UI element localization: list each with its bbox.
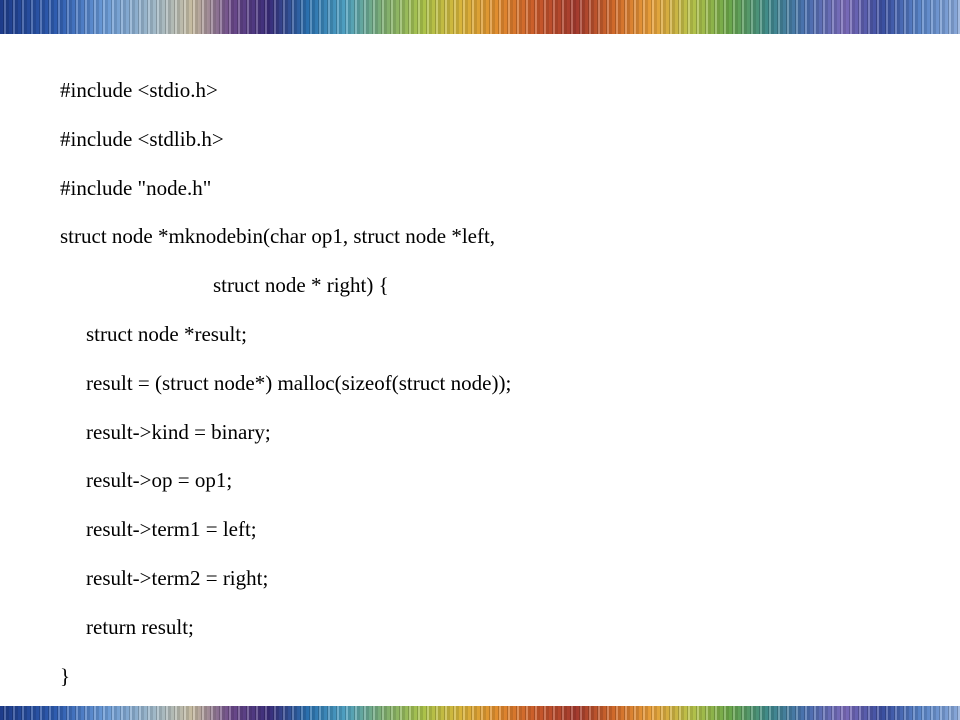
code-line: result = (struct node*) malloc(sizeof(st… <box>86 370 512 395</box>
code-line: struct node * right) { <box>213 273 389 298</box>
code-listing: #include <stdio.h> #include <stdlib.h> #… <box>60 66 511 700</box>
code-line: } <box>60 663 71 688</box>
code-line: result->op = op1; <box>86 468 233 493</box>
code-line: struct node *result; <box>86 321 247 346</box>
bottom-decorative-band <box>0 706 960 720</box>
code-line: return result; <box>86 614 194 639</box>
code-line: #include <stdio.h> <box>60 78 218 102</box>
code-line: result->kind = binary; <box>86 419 271 444</box>
code-line: #include <stdlib.h> <box>60 126 224 151</box>
code-line: struct node *mknodebin(char op1, struct … <box>60 224 496 249</box>
code-line: #include "node.h" <box>60 175 212 200</box>
code-line: result->term2 = right; <box>86 565 269 590</box>
code-line: result->term1 = left; <box>86 517 257 542</box>
top-decorative-band <box>0 0 960 34</box>
